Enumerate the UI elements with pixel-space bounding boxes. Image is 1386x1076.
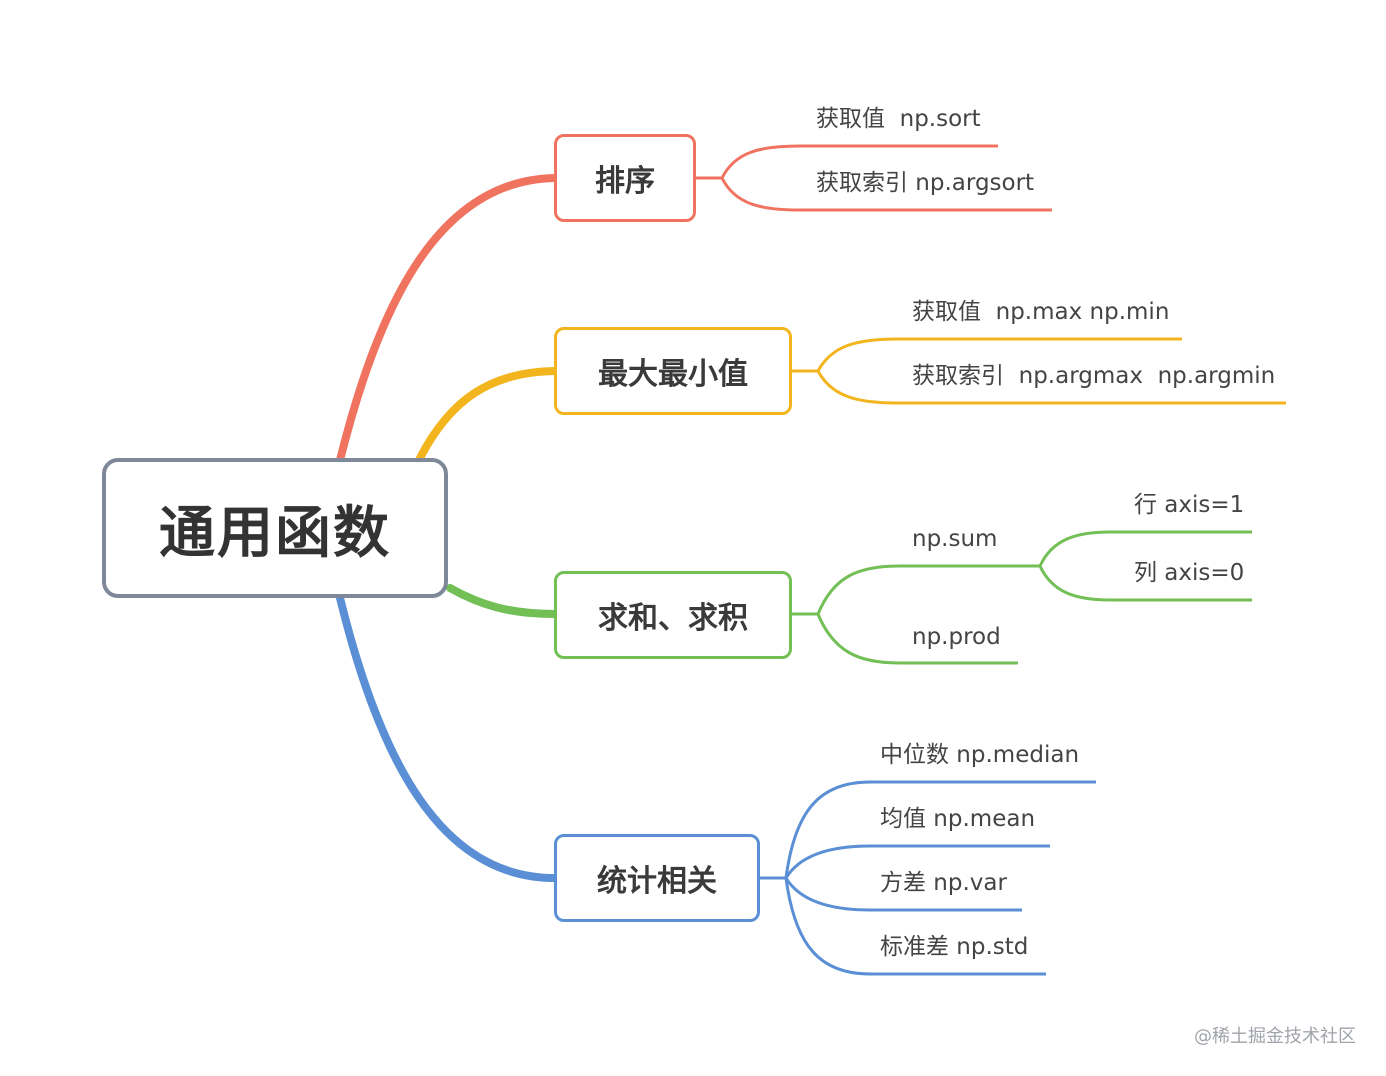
connector-minmax-leaf-2 — [816, 370, 1286, 405]
leaf-sum-axis-row[interactable]: 行 axis=1 — [1134, 492, 1245, 518]
connector-root-sort — [336, 174, 559, 464]
root-label: 通用函数 — [159, 500, 391, 566]
connector-stats-leaf-4 — [784, 877, 1046, 976]
branch-node-sort[interactable]: 排序 — [554, 134, 696, 222]
connector-sum-sub-2 — [1038, 565, 1252, 602]
watermark: @稀土掘金技术社区 — [1194, 1026, 1356, 1047]
connector-stats-leaf-3 — [784, 877, 1022, 912]
leaf-stats-mean[interactable]: 均值 np.mean — [880, 806, 1036, 832]
leaf-sort-index[interactable]: 获取索引 np.argsort — [816, 170, 1035, 196]
branch-node-minmax[interactable]: 最大最小值 — [554, 327, 792, 415]
leaf-minmax-index[interactable]: 获取索引 np.argmax np.argmin — [912, 363, 1276, 389]
connector-root-minmax — [416, 367, 559, 462]
connector-stats-leaf-2 — [784, 844, 1050, 879]
branch-label-stats: 统计相关 — [597, 864, 717, 899]
connector-root-sum — [446, 584, 559, 618]
connector-sort-leaf-1 — [720, 144, 998, 179]
leaf-sum-axis-col[interactable]: 列 axis=0 — [1134, 560, 1245, 586]
connector-stats-leaf-1 — [784, 780, 1096, 879]
connector-minmax-leaf-1 — [816, 337, 1182, 372]
root-node[interactable]: 通用函数 — [102, 458, 448, 598]
connector-sum-leaf-2 — [816, 613, 1018, 665]
leaf-stats-median[interactable]: 中位数 np.median — [880, 742, 1080, 768]
leaf-minmax-value[interactable]: 获取值 np.max np.min — [912, 299, 1170, 325]
connector-sum-leaf-1 — [816, 564, 1040, 615]
connector-sum-sub-1 — [1038, 530, 1252, 567]
branch-node-sum[interactable]: 求和、求积 — [554, 571, 792, 659]
branch-node-stats[interactable]: 统计相关 — [554, 834, 760, 922]
leaf-stats-var[interactable]: 方差 np.var — [880, 870, 1007, 896]
connector-sort-leaf-2 — [720, 177, 1052, 212]
branch-label-sort: 排序 — [595, 164, 655, 199]
leaf-stats-std[interactable]: 标准差 np.std — [880, 934, 1029, 960]
leaf-sort-value[interactable]: 获取值 np.sort — [816, 106, 981, 132]
branch-label-sum: 求和、求积 — [598, 601, 748, 636]
branch-label-minmax: 最大最小值 — [598, 357, 748, 392]
leaf-prod[interactable]: np.prod — [912, 624, 1001, 650]
leaf-sum[interactable]: np.sum — [912, 526, 998, 552]
connector-root-stats — [336, 594, 559, 882]
